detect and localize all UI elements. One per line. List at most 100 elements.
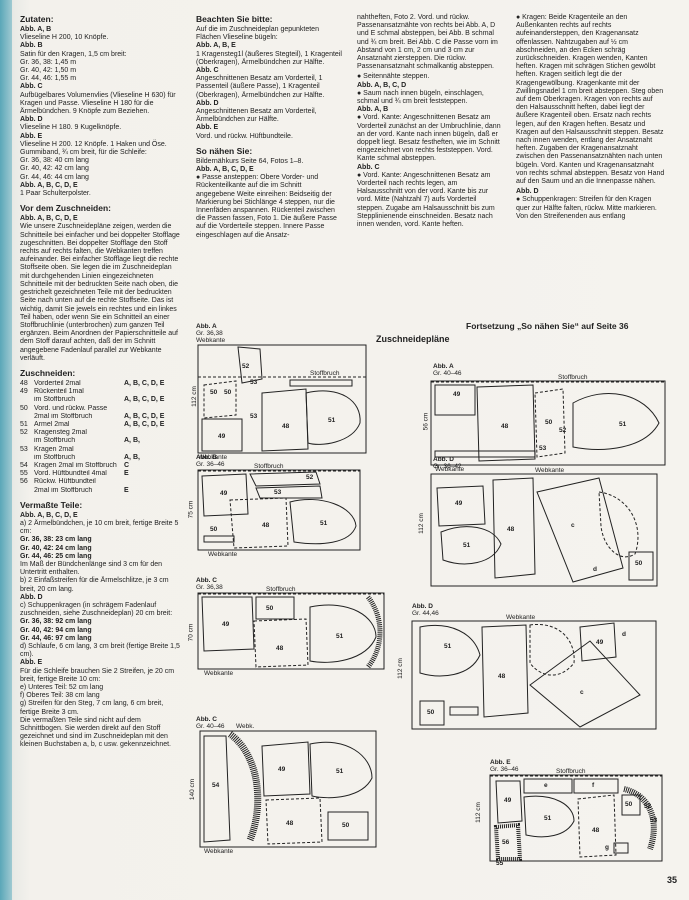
vermasste-line: Gr. 36, 38: 92 cm lang xyxy=(20,618,92,626)
piece-label: 49 xyxy=(455,500,463,507)
vordem-heading: Vor dem Zuschneiden: xyxy=(20,203,111,214)
plan-top-label: Webkante xyxy=(506,614,536,621)
vermasste-line: Abb. A, B, C, D, E xyxy=(20,511,78,519)
cut-text: im Stoffbruch xyxy=(34,437,76,445)
beachten-heading: Beachten Sie bitte: xyxy=(196,14,273,24)
cut-number: 49 xyxy=(20,388,28,396)
instr-line: Abb. A, B xyxy=(357,106,389,114)
sonaehen-line: Bildernähkurs Seite 64, Fotos 1–8. xyxy=(196,157,304,165)
zutaten-line: Aufbügelbares Volumenvlies (Vlieseline H… xyxy=(20,91,176,116)
vermasste-line: Gr. 36, 38: 23 cm lang xyxy=(20,536,92,544)
cut-number: 56 xyxy=(20,478,28,486)
cut-abb xyxy=(124,429,182,437)
plan-drawing xyxy=(197,344,367,454)
zutaten-line: Abb. C xyxy=(20,83,43,91)
instr-line: Abb. C xyxy=(357,163,380,171)
cut-number xyxy=(20,413,32,421)
cut-text: Rückw. Hüftbundteil xyxy=(34,478,96,486)
piece-label: 52 xyxy=(644,803,652,810)
piece-label: 53 xyxy=(250,413,258,420)
piece-label: 50 xyxy=(266,605,274,612)
cut-text: Vorderteil 2mal xyxy=(34,379,81,387)
cut-abb xyxy=(124,405,182,413)
sonaehen-line: ● Passe ansteppen: Obere Vorder- und Rüc… xyxy=(196,174,337,239)
piece-label: 49 xyxy=(220,490,228,497)
beachten-line: Angeschnittenen Besatz am Vorderteil, Är… xyxy=(196,108,317,124)
piece-label: 48 xyxy=(507,526,515,533)
cut-number: 51 xyxy=(20,420,28,428)
plan-fold-label: Stoffbruch xyxy=(266,586,296,593)
cut-number xyxy=(20,437,32,445)
vermasste-line: d) Schlaufe, 6 cm lang, 3 cm breit (fert… xyxy=(20,643,180,659)
piece-label: 51 xyxy=(619,421,627,428)
piece-label: 49 xyxy=(596,639,604,646)
vordem-text: Wie unsere Zuschneidepläne zeigen, werde… xyxy=(20,223,180,362)
plan-fold-label: Stoffbruch xyxy=(558,374,588,381)
piece-label: 48 xyxy=(262,522,270,529)
plan-bottom-label: Webkante xyxy=(198,454,228,461)
zutaten-heading: Zutaten: xyxy=(20,14,54,24)
piece-label: 53 xyxy=(650,817,658,824)
plan-abb-b: Abb. B Gr. 36–46 Stoffbruch Webkante 75 … xyxy=(187,454,368,564)
cut-text: Vord. Hüftbundteil 4mal xyxy=(34,470,107,478)
cut-abb: A, B, C, D, E xyxy=(124,396,165,404)
piece-label: 55 xyxy=(496,860,504,867)
cut-abb: E xyxy=(124,470,129,478)
plan-abb-e: Abb. E Gr. 36–46 Stoffbruch 112 cm e f 4… xyxy=(474,759,668,869)
beachten-line: Angeschnittenen Besatz am Vorderteil, 1 … xyxy=(196,75,325,99)
column-notes: Beachten Sie bitte: Auf die im Zuschneid… xyxy=(196,14,342,240)
plan-abb-d-left: Abb. D Gr. 44,46 Webkante 112 cm 51 48 4… xyxy=(397,603,668,733)
sonaehen-line: Abb. A, B, C, D, E xyxy=(196,166,254,174)
zutaten-line: Gr. 40, 42: 1,50 m xyxy=(20,67,77,75)
beachten-line: Abb. D xyxy=(196,99,219,107)
vermasste-list: Abb. A, B, C, D, E a) 2 Ärmelbündchen, j… xyxy=(20,512,182,750)
cut-text: Rückenteil 1mal xyxy=(34,388,84,396)
cut-number: 50 xyxy=(20,404,28,412)
zutaten-line: Vlieseline H 200. 12 Knöpfe. 1 Haken und… xyxy=(20,140,167,157)
piece-label: 49 xyxy=(453,391,461,398)
plan-size: Gr. 36,38 xyxy=(196,330,223,337)
plan-title: Abb. D xyxy=(433,456,454,463)
plan-abb-a-right: Abb. A Gr. 40–46 Stoffbruch Webkante 56 … xyxy=(422,363,668,475)
plan-size: Gr. 36–42 xyxy=(433,463,462,470)
beachten-line: Abb. A, B, E xyxy=(196,42,236,50)
piece-label: 48 xyxy=(276,645,284,652)
beachten-line: Auf die im Zuschneideplan gepunkteten Fl… xyxy=(196,26,319,42)
plan-abb-a-left: Abb. A Gr. 36,38 Webkante Stoffbruch Web… xyxy=(190,323,368,463)
instr-line: Abb. A, B, C, D xyxy=(357,81,407,89)
piece-label: 50 xyxy=(224,389,232,396)
zutaten-line: Gr. 36, 38: 40 cm lang xyxy=(20,157,89,165)
vermasste-line: e) Unteres Teil: 52 cm lang xyxy=(20,684,104,692)
vermasste-line: Abb. D xyxy=(20,593,43,601)
piece-label: 49 xyxy=(222,621,230,628)
piece-label: d xyxy=(593,566,597,573)
plan-abb-c-wide: Abb. C Gr. 40–46 Webk. Webkante 140 cm 5… xyxy=(189,716,382,860)
cut-abb: C xyxy=(124,461,130,469)
cut-text: im Stoffbruch xyxy=(34,396,76,404)
zutaten-line: Gr. 44, 46: 1,55 m xyxy=(20,75,77,83)
piece-label: e xyxy=(544,782,548,789)
piece-label: 51 xyxy=(463,542,471,549)
cut-abb: A, B, C, D, E xyxy=(124,379,165,387)
piece-label: 50 xyxy=(635,560,643,567)
piece-label: 51 xyxy=(328,417,336,424)
cut-text: Kragensteg 2mal xyxy=(34,429,87,437)
instr-line: ● Vord. Kante: Angeschnittenen Besatz am… xyxy=(357,171,495,229)
piece-label: 50 xyxy=(210,526,218,533)
piece-label: c xyxy=(571,522,575,529)
piece-label: 51 xyxy=(336,633,344,640)
page-number: 35 xyxy=(666,875,677,885)
plan-size: Gr. 36,38 xyxy=(196,584,223,591)
piece-label: 50 xyxy=(210,389,218,396)
plan-drawing xyxy=(197,469,361,551)
piece-label: 49 xyxy=(504,797,512,804)
piece-label: 52 xyxy=(559,427,567,434)
plan-drawing xyxy=(197,592,385,670)
cut-number: 52 xyxy=(20,429,28,437)
zutaten-line: Abb. E xyxy=(20,132,43,140)
zutaten-line: Abb. A, B xyxy=(20,26,52,33)
cut-abb: A, B, xyxy=(124,437,140,445)
plan-fold-label: Stoffbruch xyxy=(556,768,586,775)
plan-title: Abb. C xyxy=(196,577,217,584)
vermasste-line: Gr. 44, 46: 97 cm lang xyxy=(20,634,92,642)
